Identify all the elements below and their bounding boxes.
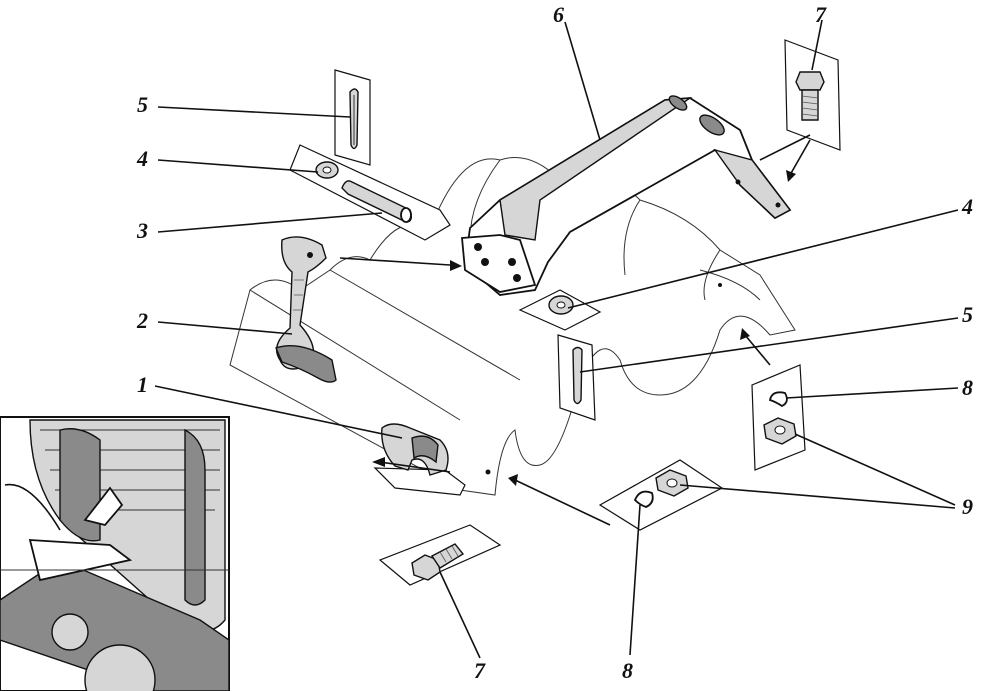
plate-cotter-pin-upper: [334, 69, 371, 166]
callout-9: 9: [962, 494, 973, 519]
plate-bolt-top: [784, 39, 841, 151]
plate-washer-pin: [289, 144, 451, 241]
plate-bolt-bottom: [378, 524, 502, 586]
plate-cotter-pin-lower: [557, 334, 596, 421]
inset-detail: [0, 416, 230, 691]
callout-1: 1: [137, 372, 148, 397]
callout-7-top: 7: [815, 2, 827, 27]
plate-washer-lower: [518, 289, 602, 331]
callout-labels: 1 2 3 4 4 5 5 6 7 7 8 8 9: [136, 2, 973, 683]
bracket-part: [461, 95, 792, 296]
plate-washer-nut-bottom: [598, 459, 724, 531]
callout-5-left: 5: [137, 92, 148, 117]
plate-washer-nut-right: [751, 364, 806, 471]
leader-lines: [154, 19, 959, 659]
corrugated-sheet: [229, 157, 796, 496]
callout-4-right: 4: [961, 194, 973, 219]
callout-8-bottom: 8: [622, 658, 633, 683]
callout-3: 3: [136, 218, 148, 243]
callout-2: 2: [136, 308, 148, 333]
callout-6: 6: [553, 2, 564, 27]
assembly-arrows: [339, 134, 811, 526]
callout-7-bottom: 7: [474, 658, 486, 683]
callout-5-right: 5: [962, 302, 973, 327]
callout-4-left: 4: [136, 146, 148, 171]
callout-8-right: 8: [962, 375, 973, 400]
handle-part: [275, 236, 337, 383]
